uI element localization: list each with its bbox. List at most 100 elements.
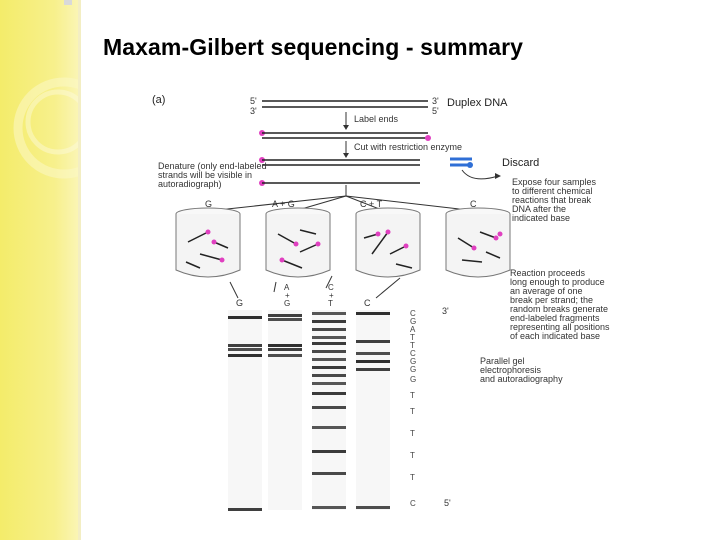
step-cut: Cut with restriction enzyme (354, 142, 462, 152)
reaction-line-7: representing all positions (510, 322, 610, 332)
sequence-base: T (410, 451, 415, 460)
duplex-5prime-label: 5' (250, 96, 257, 106)
gel-band (312, 382, 346, 385)
discard-label: Discard (502, 157, 539, 169)
step-label-ends: Label ends (354, 114, 399, 124)
arrow-to-gel (375, 277, 401, 299)
gel-band (268, 314, 302, 317)
reaction-line-5: random breaks generate (510, 304, 608, 314)
reaction-line-4: break per strand; the (510, 295, 593, 305)
label-dot (425, 135, 431, 141)
expose-line-5: indicated base (512, 213, 570, 223)
arrow-to-gel (273, 281, 277, 293)
tube-label-c: C (470, 199, 477, 209)
expose-line-2: to different chemical (512, 186, 592, 196)
sequence-base: T (410, 333, 415, 342)
reaction-line-1: Reaction proceeds (510, 268, 586, 278)
sequence-base: T (410, 341, 415, 350)
gel-band (268, 348, 302, 351)
sequence-base: C (410, 499, 416, 508)
gel-lane (268, 310, 302, 510)
gel-band (268, 318, 302, 321)
gel-band (312, 392, 346, 395)
reaction-tube-c (445, 207, 511, 278)
sequence-base: T (410, 473, 415, 482)
arrowhead (495, 173, 501, 179)
reaction-line-8: of each indicated base (510, 331, 600, 341)
gel-band (228, 348, 262, 351)
duplex-right-3prime: 3' (432, 96, 439, 106)
gel-band (356, 312, 390, 315)
denature-line-2: strands will be visible in (158, 170, 252, 180)
expose-line-1: Expose four samples (512, 177, 597, 187)
lane-label-a: A (284, 283, 290, 292)
discard-arrow (461, 169, 499, 180)
branch-arrow (345, 195, 383, 211)
gel-band (228, 344, 262, 347)
tube-label-g: G (205, 199, 212, 209)
gel-line-1: Parallel gel (480, 356, 525, 366)
sequence-base: T (410, 391, 415, 400)
expose-line-3: reactions that break (512, 195, 592, 205)
tube-label-ag: A + G (272, 199, 295, 209)
lane-label-plus: + (285, 291, 290, 300)
branch-arrow (345, 195, 469, 211)
gel-band (228, 354, 262, 357)
lane-label-c2: C (364, 298, 371, 308)
reaction-line-3: an average of one (510, 286, 583, 296)
gel-band (312, 342, 346, 345)
gel-band (312, 358, 346, 361)
gel-band (268, 344, 302, 347)
sequence-base: G (410, 317, 416, 326)
sidebar-swirl-decoration (13, 77, 78, 179)
gel-band (312, 472, 346, 475)
lane-label-g: G (236, 298, 243, 308)
gel-band (312, 506, 346, 509)
reaction-line-6: end-labeled fragments (510, 313, 600, 323)
gel-band (312, 328, 346, 331)
arrow-to-gel (229, 281, 239, 299)
slide-title: Maxam-Gilbert sequencing - summary (103, 34, 524, 60)
gel-band (356, 506, 390, 509)
discard-dot (467, 162, 473, 168)
gel-lane (312, 310, 346, 510)
reaction-tube-ct (355, 207, 421, 278)
duplex-right-5prime: 5' (432, 106, 439, 116)
sequence-base: C (410, 309, 416, 318)
gel-band (312, 350, 346, 353)
gel-band (312, 406, 346, 409)
lane-label-c: C (328, 283, 334, 292)
sequence-base: G (410, 375, 416, 384)
expose-line-4: DNA after the (512, 204, 566, 214)
sequence-base: G (410, 365, 416, 374)
gel-band (268, 354, 302, 357)
tube-label-ct: C + T (360, 199, 383, 209)
sequence-base: C (410, 349, 416, 358)
gel-band (356, 360, 390, 363)
branch-arrow (297, 195, 347, 211)
sequence-base: T (410, 429, 415, 438)
gel-band (312, 312, 346, 315)
gel-5prime-label: 5' (444, 498, 451, 508)
reaction-tube-g (175, 207, 241, 278)
corner-mark (64, 0, 72, 5)
branch-arrow (217, 195, 347, 211)
arrow-to-gel (325, 275, 333, 289)
gel-band (312, 366, 346, 369)
lane-label-plus2: + (329, 291, 334, 300)
reaction-line-2: long enough to produce (510, 277, 605, 287)
gel-band (312, 426, 346, 429)
maxam-gilbert-figure: (a) 5' 3' 3' 5' Duplex DNA Label ends Cu… (152, 94, 610, 511)
arrowhead (343, 125, 349, 130)
denature-line-1: Denature (only end-labeled (158, 161, 267, 171)
arrowhead (343, 153, 349, 158)
gel-band (356, 340, 390, 343)
denature-line-3: autoradiograph) (158, 179, 222, 189)
duplex-label: Duplex DNA (447, 97, 508, 109)
gel-lane (228, 310, 262, 510)
sequence-base: G (410, 357, 416, 366)
gel-band (312, 374, 346, 377)
sidebar-edge (78, 0, 81, 540)
lane-label-g2: G (284, 299, 290, 308)
